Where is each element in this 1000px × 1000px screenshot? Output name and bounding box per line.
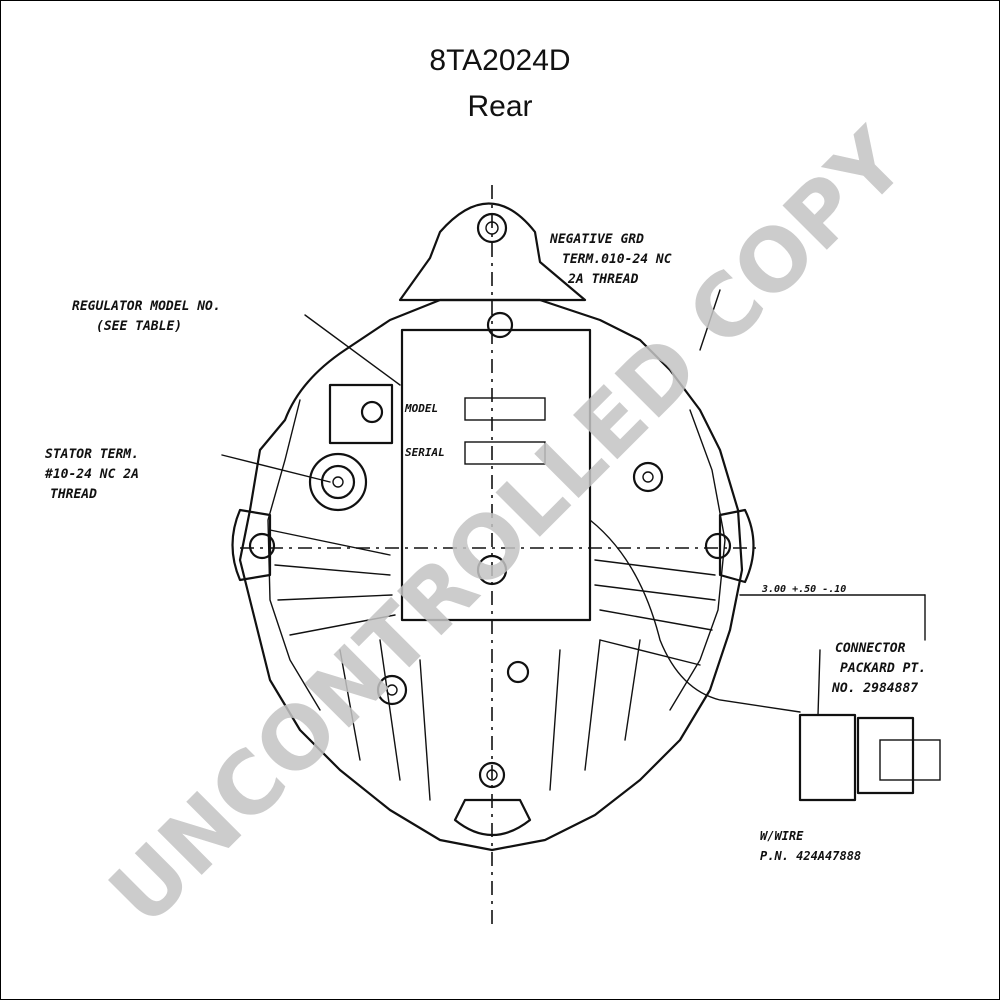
stator-callout-line3: THREAD <box>50 487 97 502</box>
negative-leader <box>699 289 721 351</box>
negative-ground-terminal <box>632 461 664 493</box>
view-subtitle: Rear <box>467 90 533 123</box>
regulator-leader <box>304 314 401 386</box>
watermark-text: UNCONTROLLED COPY <box>91 110 926 945</box>
top-mounting-ear <box>398 202 587 302</box>
connector-callout-line2: PACKARD PT. <box>840 661 926 676</box>
lower-left-terminal <box>376 674 408 706</box>
connector-callout-line3: NO. 2984887 <box>831 681 918 696</box>
regulator-callout-line1: REGULATOR MODEL NO. <box>72 299 221 314</box>
stator-callout-line2: #10-24 NC 2A <box>44 467 139 482</box>
dimension-label: 3.00 +.50 -.10 <box>761 584 846 595</box>
stator-leader <box>221 454 331 483</box>
negative-callout: NEGATIVE GRD TERM.010-24 NC 2A THREAD <box>549 232 672 287</box>
regulator-callout-line2: (SEE TABLE) <box>96 319 182 334</box>
alternator-housing <box>231 298 755 852</box>
harness-wire <box>589 519 801 713</box>
negative-callout-line1: NEGATIVE GRD <box>549 232 644 247</box>
harness-callout-line2: P.N. 424A47888 <box>760 849 861 863</box>
harness-callout: W/WIRE P.N. 424A47888 <box>760 829 861 863</box>
stator-callout: STATOR TERM. #10-24 NC 2A THREAD <box>44 447 139 502</box>
model-label: MODEL <box>404 402 438 415</box>
negative-callout-line3: 2A THREAD <box>567 272 639 287</box>
top-stud <box>486 311 514 339</box>
connector-icon <box>798 649 941 802</box>
negative-callout-line2: TERM.010-24 NC <box>562 252 672 267</box>
connector-callout-line1: CONNECTOR <box>835 641 906 656</box>
connector-callout: CONNECTOR PACKARD PT. NO. 2984887 <box>831 641 926 696</box>
stator-terminal <box>308 452 368 512</box>
regulator-callout: REGULATOR MODEL NO. (SEE TABLE) <box>72 299 221 334</box>
harness-callout-line1: W/WIRE <box>760 829 804 843</box>
stator-callout-line1: STATOR TERM. <box>45 447 139 462</box>
serial-label: SERIAL <box>405 446 445 459</box>
part-number-title: 8TA2024D <box>429 44 571 77</box>
regulator-box <box>328 328 592 684</box>
cooling-fins <box>269 529 716 801</box>
